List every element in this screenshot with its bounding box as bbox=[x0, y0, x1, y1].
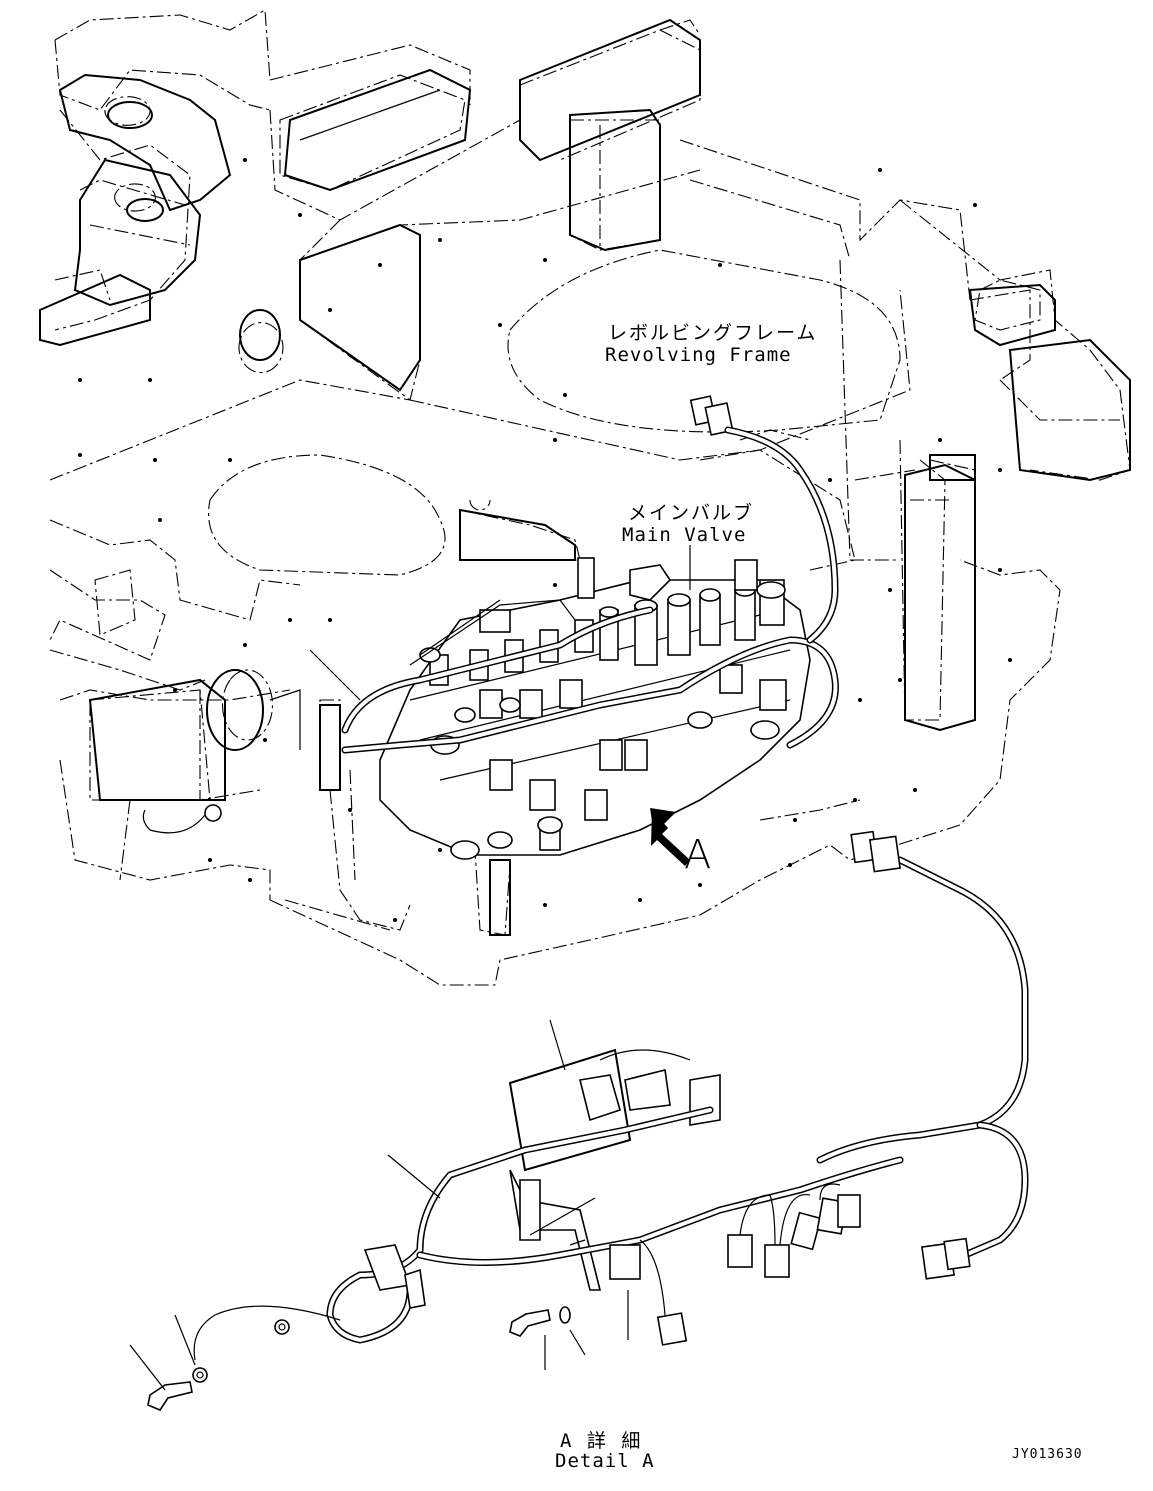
detail-a-harness bbox=[147, 830, 1029, 1411]
detail-connectors bbox=[363, 830, 971, 1346]
frame-solid-parts bbox=[39, 18, 1131, 801]
upper-connector bbox=[689, 395, 839, 644]
drawing-code: JY013630 bbox=[1012, 1447, 1083, 1462]
revolving-frame-label-jp: レボルビングフレーム bbox=[608, 322, 818, 344]
detail-a-title-en: Detail A bbox=[555, 1450, 655, 1472]
leader-harness-upper bbox=[309, 649, 361, 701]
detail-leaders bbox=[129, 1019, 629, 1391]
detail-a-title-jp: A 詳 細 bbox=[560, 1430, 643, 1452]
main-valve bbox=[142, 557, 839, 936]
view-arrow-icon bbox=[650, 808, 690, 866]
main-valve-label-en: Main Valve bbox=[622, 524, 747, 546]
main-valve-label-jp: メインバルブ bbox=[628, 502, 755, 524]
valve-spools bbox=[419, 557, 787, 860]
view-a-letter: A bbox=[684, 832, 712, 878]
revolving-frame-label-en: Revolving Frame bbox=[605, 344, 792, 366]
